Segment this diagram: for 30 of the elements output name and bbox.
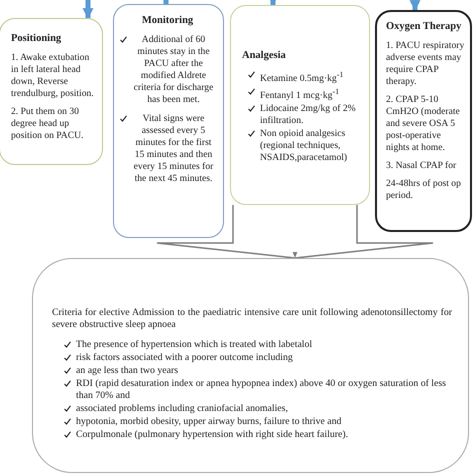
rounded-box — [0, 18, 103, 165]
list-item: hypotonia, morbid obesity, upper airway burns, failure to thrive and — [76, 416, 342, 428]
box-title: Oxygen Therapy — [386, 21, 462, 33]
box-title: Monitoring — [140, 15, 194, 27]
list-item: Vital signs were assessed every 5 minutes for the first 15 minutes and then every 15 minutes for the next 45 minutes. — [132, 113, 214, 185]
list-item: Non opioid analgesics (regional techniques, NSAIDS,paracetamol) — [260, 128, 348, 164]
list-item: an age less than two years — [76, 365, 180, 377]
list-item: The presence of hypertension which is treated with labetalol — [76, 339, 314, 351]
list-item: 3. Nasal CPAP for — [386, 160, 458, 172]
list-item: 2. CPAP 5-10 CmH2O (moderate and severe OSA 5 post-operative nights at home. — [386, 94, 461, 154]
box-title: Analgesia — [242, 50, 287, 62]
list-item: risk factors associated with a poorer outcome including — [76, 352, 294, 364]
box-title: Positioning — [11, 33, 62, 45]
list-item: Corpulmonale (pulmonary hypertension with right side heart failure). — [76, 429, 350, 441]
arrow — [410, 0, 420, 12]
list-item: Fentanyl 1 mcg·kg$^{-1}$ — [260, 86, 340, 102]
list-item: Lidocaine 2mg/kg of 2% infiltration. — [260, 103, 357, 128]
criteria-heading: Criteria for elective Admission to the paediatric intensive care unit following adenotonsillectomy for severe obstructive sleep apnoea — [52, 307, 452, 331]
list-item: Ketamine 0.5mg·kg$^{-1}$ — [260, 69, 344, 86]
list-item: 1. Awake extubation in left lateral head down, Reverse trendulburg, position. — [11, 52, 94, 100]
rounded-box — [32, 258, 469, 473]
rounded-box — [230, 5, 370, 205]
list-item: 1. PACU respiratory adverse events may require CPAP therapy. — [386, 40, 465, 88]
list-item: Additional of 60 minutes stay in the PACU after the modified Aldrete criteria for discharge has been met. — [132, 34, 214, 106]
list-item: 2. Put them on 30 degree head up position on PACU. — [11, 106, 84, 142]
list-item: associated problems including craniofacial anomalies, — [76, 403, 289, 415]
arrow — [82, 0, 94, 20]
rounded-box — [375, 10, 472, 232]
rounded-box — [113, 4, 224, 238]
list-item: 24-48hrs of post op period. — [386, 178, 462, 202]
